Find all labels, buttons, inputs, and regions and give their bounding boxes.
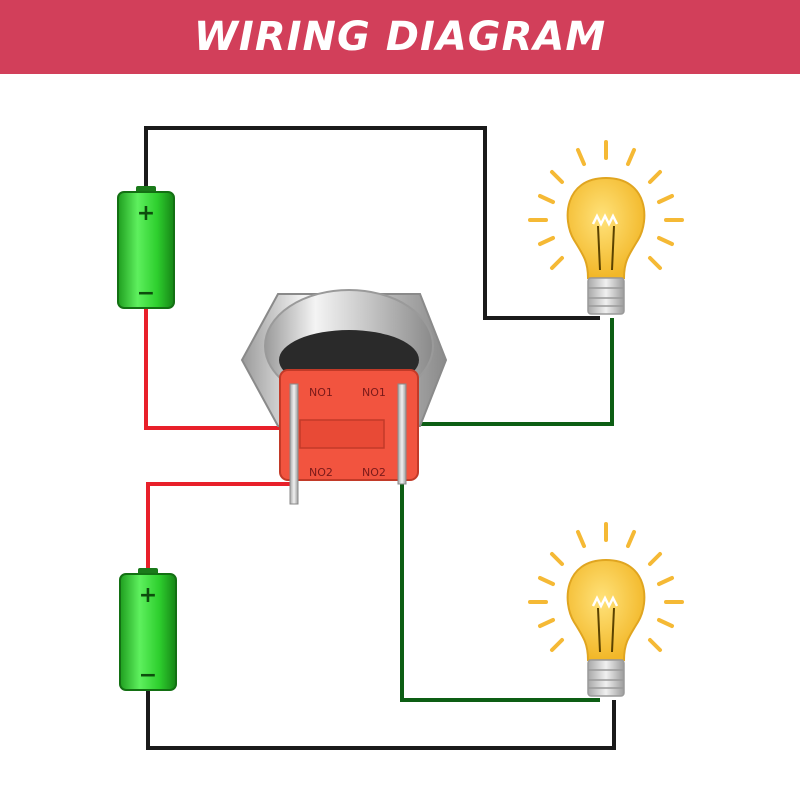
light-bulb-top (528, 140, 684, 315)
battery-negative-label: − (139, 663, 157, 688)
battery-bottom: + − (119, 568, 177, 691)
wire-red-top (144, 306, 296, 430)
battery-positive-label: + (139, 583, 157, 608)
terminal-no1-right-label: NO1 (362, 386, 386, 399)
wire-black-top (144, 126, 600, 320)
battery-positive-label: + (137, 201, 155, 226)
battery-negative-label: − (137, 281, 155, 306)
bulb-rays (528, 140, 684, 270)
push-button-switch: NO1 NO1 NO2 NO2 (240, 289, 448, 505)
bulb-rays (528, 522, 684, 652)
terminal-no2-right-label: NO2 (362, 466, 386, 479)
wire-green-top (402, 318, 614, 426)
light-bulb-bottom (528, 522, 684, 697)
terminal-no2-left-label: NO2 (309, 466, 333, 479)
battery-top: + − (117, 186, 175, 309)
wire-red-bottom (146, 482, 296, 572)
wire-green-bottom (400, 482, 600, 702)
terminal-no1-left-label: NO1 (309, 386, 333, 399)
wire-black-bottom (146, 690, 616, 750)
title-banner: WIRING DIAGRAM (0, 0, 800, 74)
page-title: WIRING DIAGRAM (193, 14, 607, 60)
